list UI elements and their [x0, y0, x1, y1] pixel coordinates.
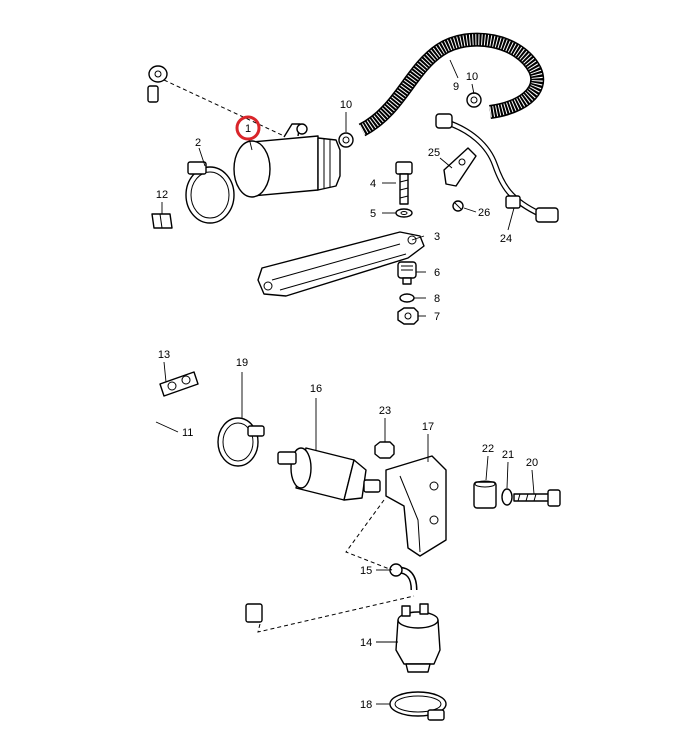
callout-2[interactable]: 2: [195, 137, 201, 149]
callout-7[interactable]: 7: [434, 311, 440, 323]
mounting-bracket-3[interactable]: [257, 231, 425, 297]
clip-13[interactable]: [159, 371, 199, 397]
callout-15[interactable]: 15: [360, 565, 372, 577]
fuel-filter-16[interactable]: [277, 447, 381, 501]
clamp-18[interactable]: [389, 691, 447, 721]
sleeve-22[interactable]: [473, 480, 497, 509]
callout-9[interactable]: 9: [453, 81, 459, 93]
callout-23[interactable]: 23: [379, 405, 391, 417]
bolt-4[interactable]: [395, 161, 413, 205]
washer-21[interactable]: [501, 488, 513, 506]
callout-3[interactable]: 3: [434, 231, 440, 243]
callout-24[interactable]: 24: [500, 233, 512, 245]
highlight-ring: [235, 115, 261, 141]
callout-21[interactable]: 21: [502, 449, 514, 461]
callout-1[interactable]: 1: [245, 123, 251, 135]
callout-16[interactable]: 16: [310, 383, 322, 395]
connection-lines: [163, 79, 415, 633]
callout-19[interactable]: 19: [236, 357, 248, 369]
nut-7[interactable]: [397, 307, 419, 325]
bracket-25[interactable]: [443, 147, 477, 187]
callout-4[interactable]: 4: [370, 178, 376, 190]
callout-20[interactable]: 20: [526, 457, 538, 469]
clamp-10-left[interactable]: [338, 132, 354, 148]
fuel-pump-1[interactable]: [233, 123, 341, 198]
callout-6[interactable]: 6: [434, 267, 440, 279]
callout-10-left[interactable]: 10: [340, 99, 352, 111]
callout-18[interactable]: 18: [360, 699, 372, 711]
callout-22[interactable]: 22: [482, 443, 494, 455]
hose-9[interactable]: [358, 32, 545, 137]
clamp-19[interactable]: [217, 417, 265, 467]
spring-washer-8[interactable]: [399, 293, 415, 303]
callout-17[interactable]: 17: [422, 421, 434, 433]
callout-labels: 1 2 3 4 5 6 7 8 9 10 10 11 12 13 14 15 1…: [156, 71, 538, 711]
callout-25[interactable]: 25: [428, 147, 440, 159]
clip-12[interactable]: [151, 213, 173, 229]
washer-5[interactable]: [395, 208, 413, 218]
callout-8[interactable]: 8: [434, 293, 440, 305]
callout-5[interactable]: 5: [370, 208, 376, 220]
accumulator-14[interactable]: [395, 603, 441, 673]
leader-lines: [155, 59, 535, 705]
callout-10-right[interactable]: 10: [466, 71, 478, 83]
rubber-mount-6[interactable]: [397, 261, 417, 285]
callout-14[interactable]: 14: [360, 637, 372, 649]
callout-13[interactable]: 13: [158, 349, 170, 361]
clamp-10-right[interactable]: [466, 92, 482, 108]
callout-12[interactable]: 12: [156, 189, 168, 201]
screw-26[interactable]: [452, 200, 464, 212]
elbow-fitting-15[interactable]: [389, 563, 418, 591]
callout-11[interactable]: 11: [182, 427, 193, 439]
bolt-20[interactable]: [513, 489, 561, 507]
callout-26[interactable]: 26: [478, 207, 490, 219]
clamp-2[interactable]: [185, 161, 235, 224]
filter-bracket-17[interactable]: [385, 455, 447, 557]
nut-23[interactable]: [374, 441, 395, 459]
return-pipe-24[interactable]: [435, 113, 559, 223]
